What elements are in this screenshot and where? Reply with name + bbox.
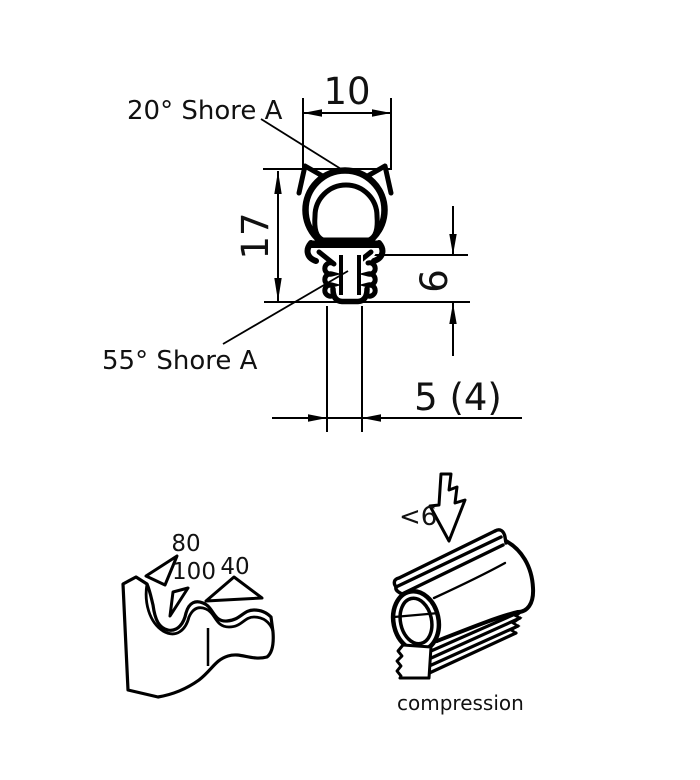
bulb-inner-wall xyxy=(312,182,380,243)
leader-20-shore xyxy=(260,118,342,170)
stem-ribs-left xyxy=(322,260,342,299)
mounting-bracket-isometric: 80 100 40 xyxy=(121,531,275,699)
leader-55-shore xyxy=(222,270,349,345)
compressed-seal-isometric: <6 compression xyxy=(390,472,536,715)
flat-top-strips xyxy=(392,528,508,596)
compression-arrow-icon xyxy=(428,472,467,543)
angle-80-label: 80 xyxy=(171,531,200,557)
end-cap xyxy=(504,539,536,614)
bulb-chord-line xyxy=(393,611,440,619)
bracket-silhouette xyxy=(121,575,275,699)
stem-bottom-wall xyxy=(330,286,370,305)
compression-limit-label: <6 xyxy=(399,502,437,532)
stem-front-face xyxy=(395,643,433,680)
stem-ribs-right xyxy=(358,260,378,299)
dim-17-label: 17 xyxy=(234,212,277,259)
left-foot xyxy=(304,240,319,264)
dim-5-4-label: 5 (4) xyxy=(414,376,502,419)
seal-cross-section xyxy=(296,163,394,305)
dim-10-label: 10 xyxy=(323,70,370,113)
bulb-left-ear xyxy=(296,163,329,196)
compression-caption: compression xyxy=(397,691,524,715)
angle-100-arrow xyxy=(168,586,190,618)
bracket-near-top-edge xyxy=(144,582,275,636)
label-55-shore-a: 55° Shore A xyxy=(102,346,258,376)
leader-lines xyxy=(222,118,349,345)
dimension-arrows xyxy=(274,109,457,422)
front-bulb-face xyxy=(390,589,442,653)
angle-40-arrow xyxy=(204,575,264,603)
dim-6-label: 6 xyxy=(413,269,456,293)
label-20-shore-a: 20° Shore A xyxy=(127,96,283,126)
right-foot xyxy=(371,240,386,264)
angle-100-label: 100 xyxy=(172,559,216,585)
bulb-right-ear xyxy=(361,163,394,196)
rib-lines xyxy=(423,609,524,677)
bulb-bottom-wall xyxy=(311,240,379,248)
angle-80-arrow xyxy=(144,554,179,587)
angle-40-label: 40 xyxy=(220,554,249,580)
